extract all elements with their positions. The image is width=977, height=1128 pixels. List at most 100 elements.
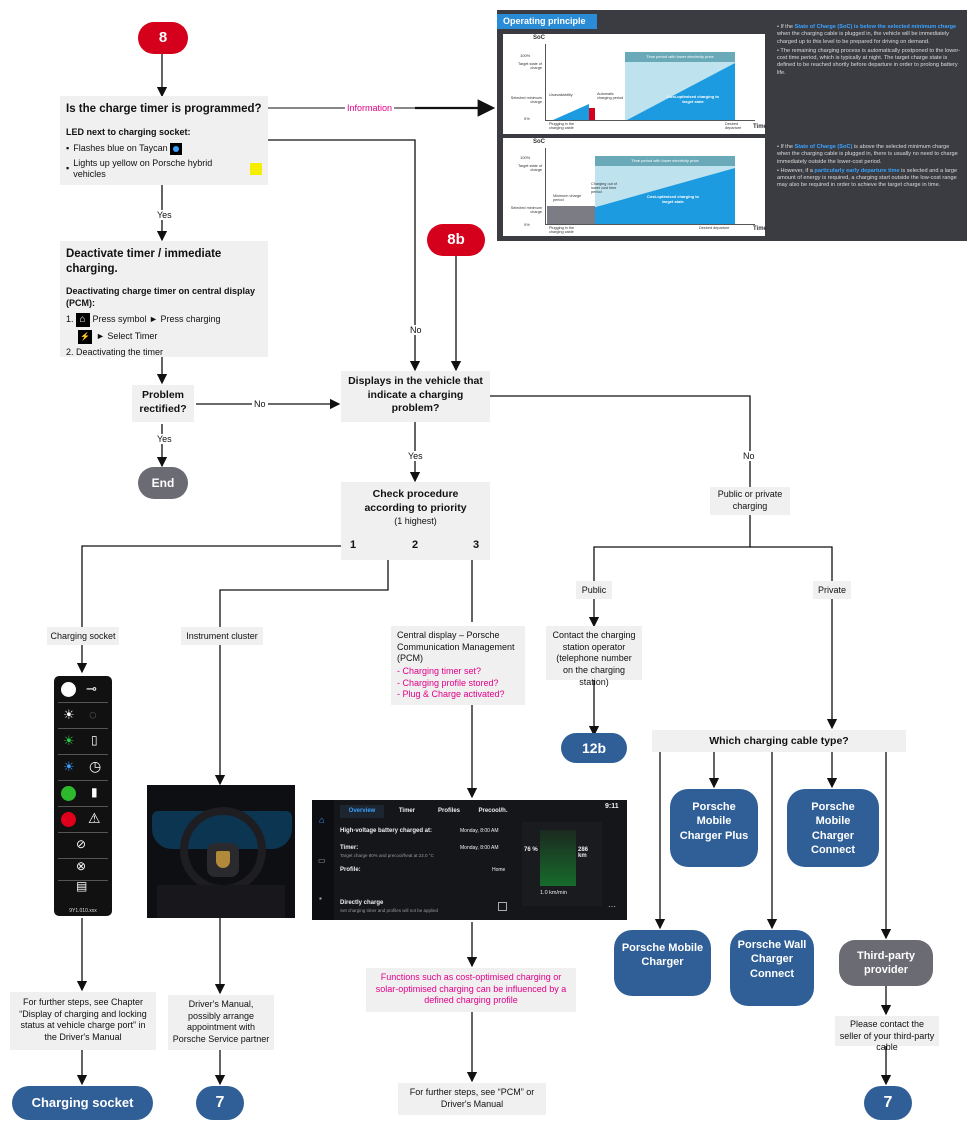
deactivate-title: Deactivate timer / immediate charging.	[66, 248, 222, 275]
bullet2-pre: The remaining charging process is automa…	[777, 47, 961, 76]
chart2-out-of-period: Charging out of lower cost time period	[591, 182, 617, 194]
chart1-target: Target state of charge	[517, 62, 542, 70]
deactivate-subheading: Deactivating charge timer on central dis…	[66, 285, 256, 308]
pcm-more-icon[interactable]: ···	[608, 902, 616, 911]
deactivate-timer-box: Deactivate timer / immediate charging. D…	[60, 241, 268, 357]
central-display-box: Central display – Porsche Communication …	[391, 626, 525, 705]
mobile-charger-pill: Porsche Mobile Charger	[614, 930, 711, 996]
central-display-item-plug: - Plug & Charge activated?	[397, 689, 505, 700]
battery-full-icon: ▮	[91, 785, 98, 799]
bullet3-hl: State of Charge (SoC)	[794, 144, 853, 150]
yellow-led-icon	[250, 163, 262, 176]
pcm-direct-label[interactable]: Directly charge	[340, 900, 384, 906]
chart2-time-label: Time	[753, 226, 767, 232]
bullet4-hl: particularly early departure time	[814, 167, 900, 174]
displays-question-box: Displays in the vehicle that indicate a …	[341, 371, 490, 422]
loading-icon: ◌	[89, 707, 97, 722]
end-badge: End	[138, 467, 188, 499]
functions-note-box: Functions such as cost-optimised chargin…	[366, 968, 576, 1012]
led-taycan-text: Flashes blue on Taycan	[73, 142, 168, 153]
chart2-plugging: Plugging in the charging cable	[549, 226, 575, 234]
operating-bullets-1: • If the State of Charge (SoC) is below …	[777, 24, 961, 76]
step-12b-badge: 12b	[561, 733, 627, 763]
chart2-min-period: Minimum charge period	[553, 194, 582, 202]
further-steps-socket-box: For further steps, see Chapter “Display …	[10, 992, 156, 1050]
operating-chart-2: SoC 100% Target state of charge Selected…	[503, 138, 767, 236]
charging-socket-led-panel: ⊸ ☀◌ ☀▯ ☀◷ ▮ ⚠ ⊘ ⊗ ▤ 9Y1.010.xxx	[54, 676, 112, 916]
flashing-green-icon: ☀	[63, 733, 75, 748]
chart2-departure: Desired departure	[699, 226, 730, 230]
pcm-tab-timer[interactable]: Timer	[398, 808, 416, 814]
chart1-departure: Desired departure	[725, 122, 742, 130]
central-display-title: Central display – Porsche Communication …	[397, 630, 515, 664]
chart2-selected-min: Selected minimum charge	[510, 206, 542, 214]
label-no-displays: No	[741, 451, 757, 461]
third-party-provider-pill: Third-party provider	[839, 940, 933, 986]
mobile-charger-plus-pill: Porsche Mobile Charger Plus	[670, 789, 758, 867]
mobile-charger-connect-pill: Porsche Mobile Charger Connect	[787, 789, 879, 867]
manual-icon: ▤	[76, 879, 88, 893]
step-8-badge: 8	[138, 22, 188, 54]
bullet1-pre: If the	[780, 24, 795, 30]
chart1-auto: Automatic charging period	[597, 92, 624, 100]
contact-operator-box: Contact the charging station operator (t…	[546, 626, 642, 687]
contact-seller-box: Please contact the seller of your third-…	[835, 1016, 939, 1052]
information-label: Information	[345, 103, 395, 113]
battery-charging-icon: ▯	[91, 733, 98, 747]
check-procedure-box: Check procedure according to priority (1…	[341, 482, 490, 560]
pcm-tab-profiles[interactable]: Profiles	[437, 808, 460, 814]
label-yes-displays: Yes	[406, 451, 425, 461]
chart1-cost-opt: Cost-optimised charging to target state	[667, 94, 719, 104]
led-heading: LED next to charging socket:	[66, 126, 191, 137]
clock-icon: ◷	[89, 758, 102, 774]
home-icon: ⌂	[75, 313, 90, 328]
check-procedure-title: Check procedure according to priority	[364, 488, 467, 514]
chart1-selected-min: Selected minimum charge	[510, 96, 542, 104]
step-1-number: 1.	[66, 314, 74, 325]
instrument-cluster-label: Instrument cluster	[181, 627, 263, 645]
check-procedure-sub: (1 highest)	[394, 516, 437, 527]
central-display-item-timer: - Charging timer set?	[397, 666, 482, 677]
chart1-100: 100%	[520, 53, 531, 58]
pcm-tab-precool[interactable]: Precool/h.	[478, 808, 508, 814]
chart1-plugging: Plugging in the charging cable	[549, 122, 575, 130]
pcm-home-icon: ⌂	[319, 815, 325, 825]
white-led-icon	[61, 682, 76, 697]
flashing-blue-icon: ☀	[63, 759, 75, 774]
pcm-profile-value: Home	[492, 867, 506, 873]
pcm-profile-label: Profile:	[340, 867, 361, 873]
step-8b-badge: 8b	[427, 224, 485, 256]
porsche-crest-icon	[216, 851, 230, 868]
bullet4-post: is selected and a large amount of energy…	[777, 167, 958, 189]
chart2-cost-opt: Cost-optimised charging to target state	[647, 194, 699, 204]
operating-chart-1: SoC 100% Target state of charge Selected…	[503, 34, 767, 134]
no-charge-icon: ⊗	[76, 859, 87, 873]
pcm-hv-value: Monday, 8:00 AM	[460, 828, 499, 834]
plug-icon: ⊸	[86, 681, 97, 696]
charging-socket-pill: Charging socket	[12, 1086, 153, 1120]
label-yes-problem: Yes	[155, 434, 174, 444]
chart1-period: Time period with lower electricity price	[625, 52, 735, 62]
operating-principle-title: Operating principle	[497, 14, 597, 29]
warning-icon: ⚠	[88, 810, 101, 826]
bullet3-post: is above the selected minimum charge whe…	[777, 144, 958, 165]
pcm-direct-checkbox[interactable]	[498, 902, 507, 911]
public-label: Public	[576, 581, 612, 599]
pcm-screen: ⌂ ▭ ▪ Overview Timer Profiles Precool/h.…	[312, 800, 627, 920]
pcm-charge-icon: ▪	[319, 894, 322, 903]
chart2-100: 100%	[520, 155, 531, 160]
bullet1-hl: State of Charge (SoC) is below the selec…	[794, 24, 957, 30]
bullet1-post: when the charging cable is plugged in, t…	[777, 31, 949, 45]
no-plug-icon: ⊘	[76, 837, 87, 851]
label-no-timer: No	[408, 325, 424, 335]
pcm-hv-label: High-voltage battery charged at:	[340, 828, 433, 834]
priority-3: 3	[473, 539, 480, 551]
central-display-item-profile: - Charging profile stored?	[397, 677, 499, 688]
pcm-timer-sub: Target charge 80% and precool/heat at 22…	[340, 853, 434, 858]
instrument-cluster-image	[147, 785, 295, 918]
step-2-text: 2. Deactivating the timer	[66, 347, 164, 358]
operating-bullets-2: • If the State of Charge (SoC) is above …	[777, 144, 958, 189]
pcm-tab-overview[interactable]: Overview	[340, 805, 384, 818]
chart2-period: Time period with lower electricity price	[595, 156, 735, 166]
